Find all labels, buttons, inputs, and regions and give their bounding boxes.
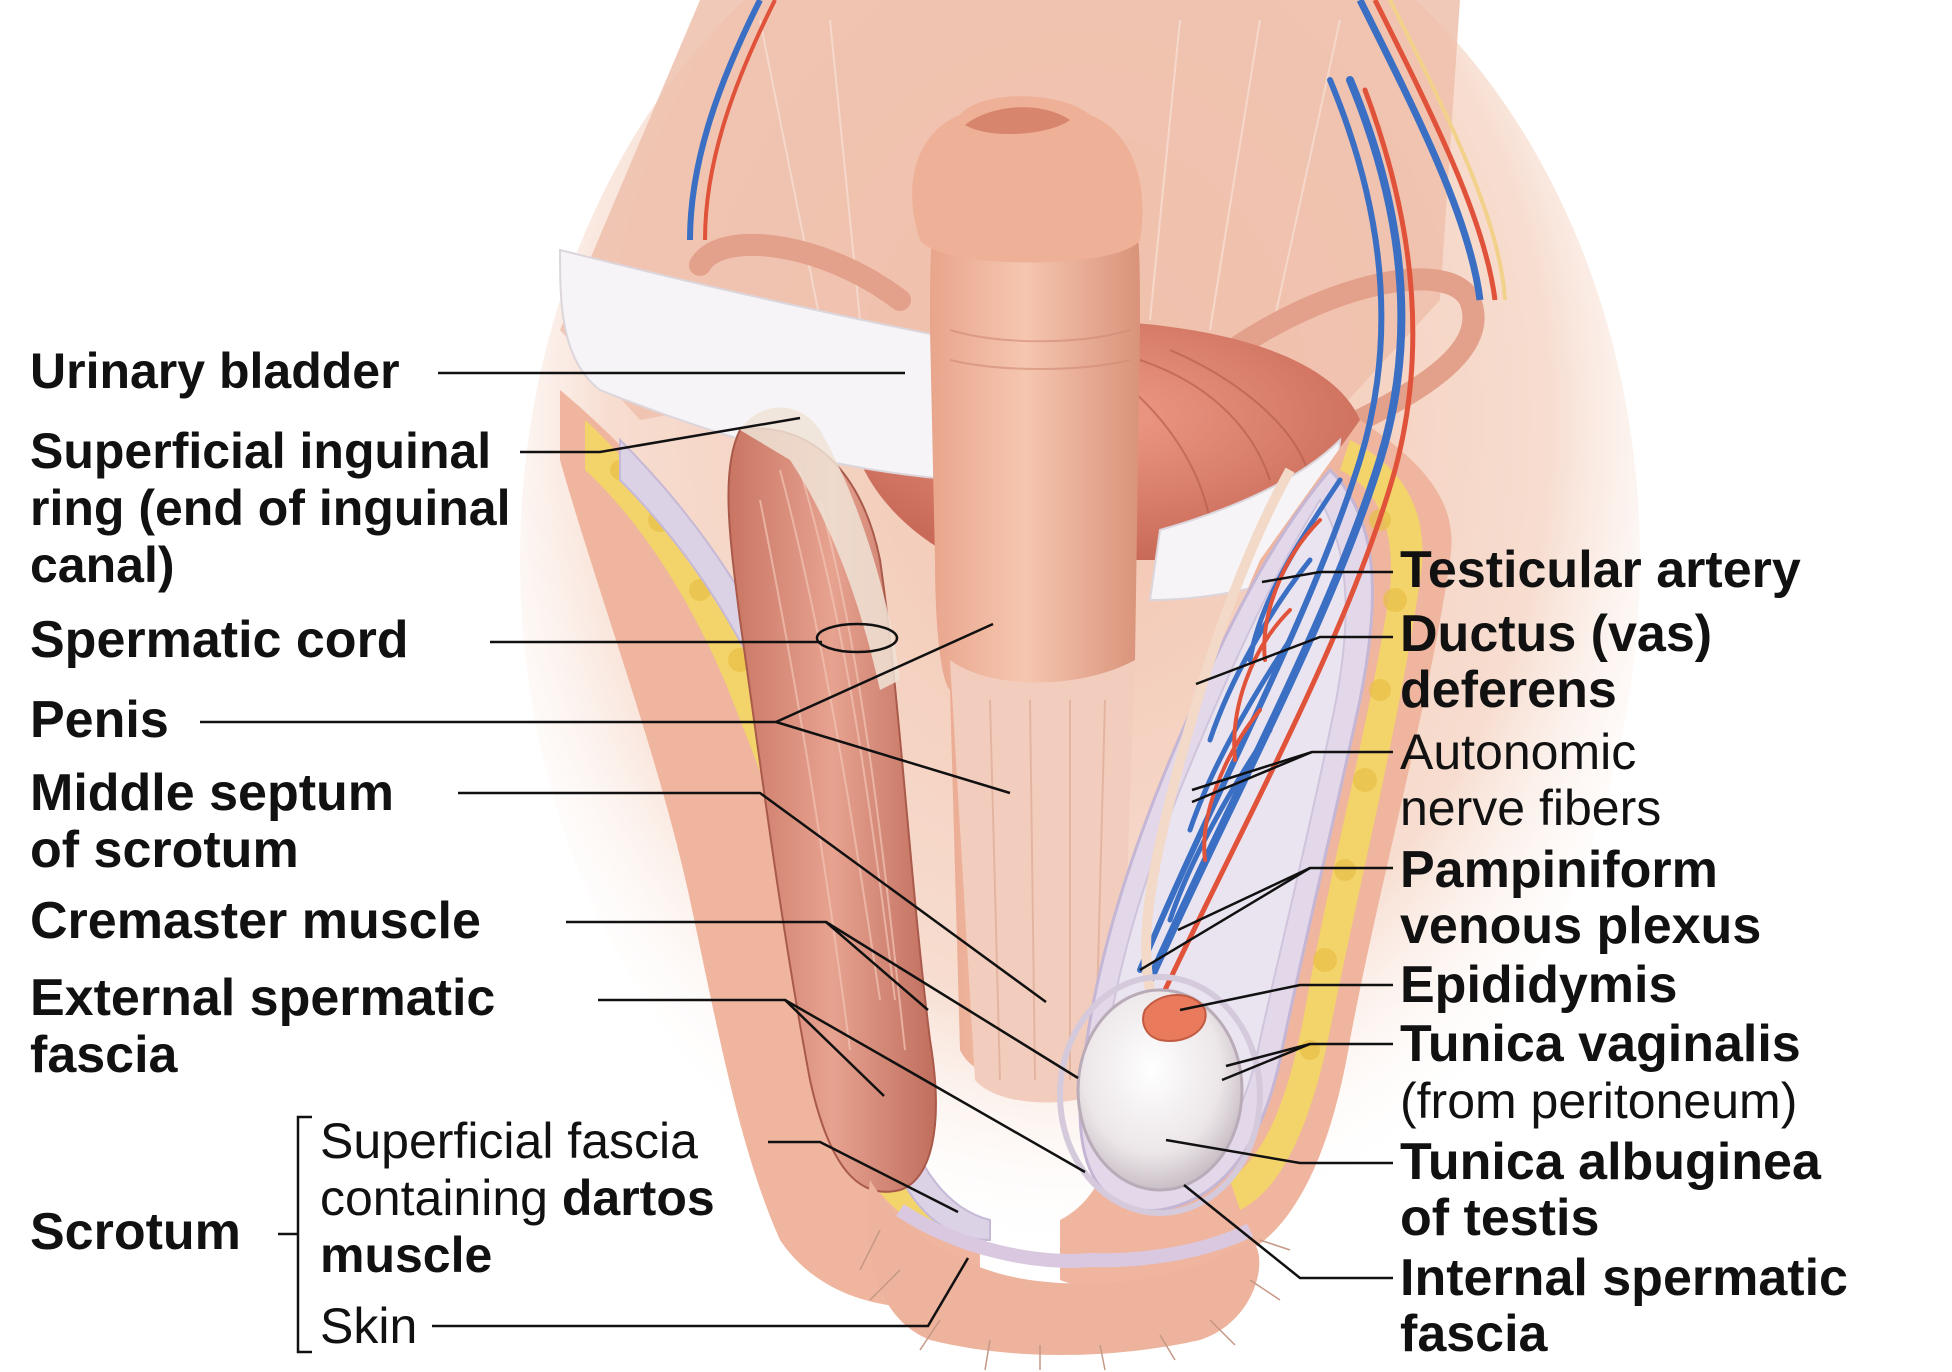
label-superficial-fascia-2b: dartos xyxy=(561,1170,715,1226)
label-ductus-1: Ductus (vas) xyxy=(1400,605,1713,663)
label-superficial-fascia-3: muscle xyxy=(320,1227,493,1283)
label-superficial-inguinal-1: Superficial inguinal xyxy=(30,423,492,479)
label-tunica-vaginalis-2: (from peritoneum) xyxy=(1400,1073,1798,1129)
inguinal-ligament-fascia xyxy=(558,248,961,482)
left-vessel-bundle xyxy=(687,0,777,241)
label-autonomic-2: nerve fibers xyxy=(1400,780,1662,836)
right-vessel-bundle xyxy=(1356,0,1507,301)
label-external-fascia-1: External spermatic xyxy=(30,969,496,1027)
label-internal-fascia-1: Internal spermatic xyxy=(1400,1249,1848,1307)
left-ductus-loop xyxy=(689,233,911,311)
scrotal-hairs xyxy=(859,1229,1291,1371)
label-tunica-albuginea-2: of testis xyxy=(1400,1189,1600,1247)
testis xyxy=(1076,988,1244,1192)
epididymis xyxy=(1142,994,1207,1042)
label-external-fascia-2: fascia xyxy=(30,1026,178,1084)
label-tunica-vaginalis-1: Tunica vaginalis xyxy=(1400,1015,1801,1073)
label-superficial-inguinal-2: ring (end of inguinal xyxy=(30,480,511,536)
glans xyxy=(912,96,1143,263)
label-superficial-fascia-2: containing dartos xyxy=(320,1170,715,1226)
spermatic-cord-fascia xyxy=(740,407,900,690)
penis-cut-section xyxy=(950,660,1135,1103)
pampiniform-plexus xyxy=(1137,76,1416,993)
label-superficial-fascia-1: Superficial fascia xyxy=(320,1113,698,1169)
label-superficial-inguinal-3: canal) xyxy=(30,537,175,593)
label-pampiniform-1: Pampiniform xyxy=(1400,841,1718,899)
label-superficial-fascia-2a: containing xyxy=(320,1170,562,1226)
label-internal-fascia-2: fascia xyxy=(1400,1305,1548,1363)
label-spermatic-cord: Spermatic cord xyxy=(30,611,409,669)
label-scrotum: Scrotum xyxy=(30,1203,241,1261)
label-urinary-bladder: Urinary bladder xyxy=(30,343,400,399)
label-cremaster-muscle: Cremaster muscle xyxy=(30,892,481,950)
right-fat-globules xyxy=(1300,509,1407,1060)
label-penis: Penis xyxy=(30,691,169,749)
label-pampiniform-2: venous plexus xyxy=(1400,897,1762,955)
label-epididymis: Epididymis xyxy=(1400,956,1678,1014)
right-fat-layer xyxy=(1230,440,1423,1210)
testis-outer-albuginea xyxy=(1057,974,1263,1216)
leader-lines xyxy=(200,371,1393,1354)
label-skin: Skin xyxy=(320,1298,418,1354)
label-autonomic-1: Autonomic xyxy=(1400,724,1637,780)
label-ductus-2: deferens xyxy=(1400,661,1617,719)
label-middle-septum-1: Middle septum xyxy=(30,764,395,822)
right-ductus-loop xyxy=(1229,268,1485,431)
label-middle-septum-2: of scrotum xyxy=(30,821,299,879)
label-tunica-albuginea-1: Tunica albuginea xyxy=(1400,1133,1821,1191)
ductus-deferens xyxy=(1141,467,1295,991)
label-testicular-artery: Testicular artery xyxy=(1400,541,1801,599)
scrotal-base xyxy=(867,1180,1260,1355)
